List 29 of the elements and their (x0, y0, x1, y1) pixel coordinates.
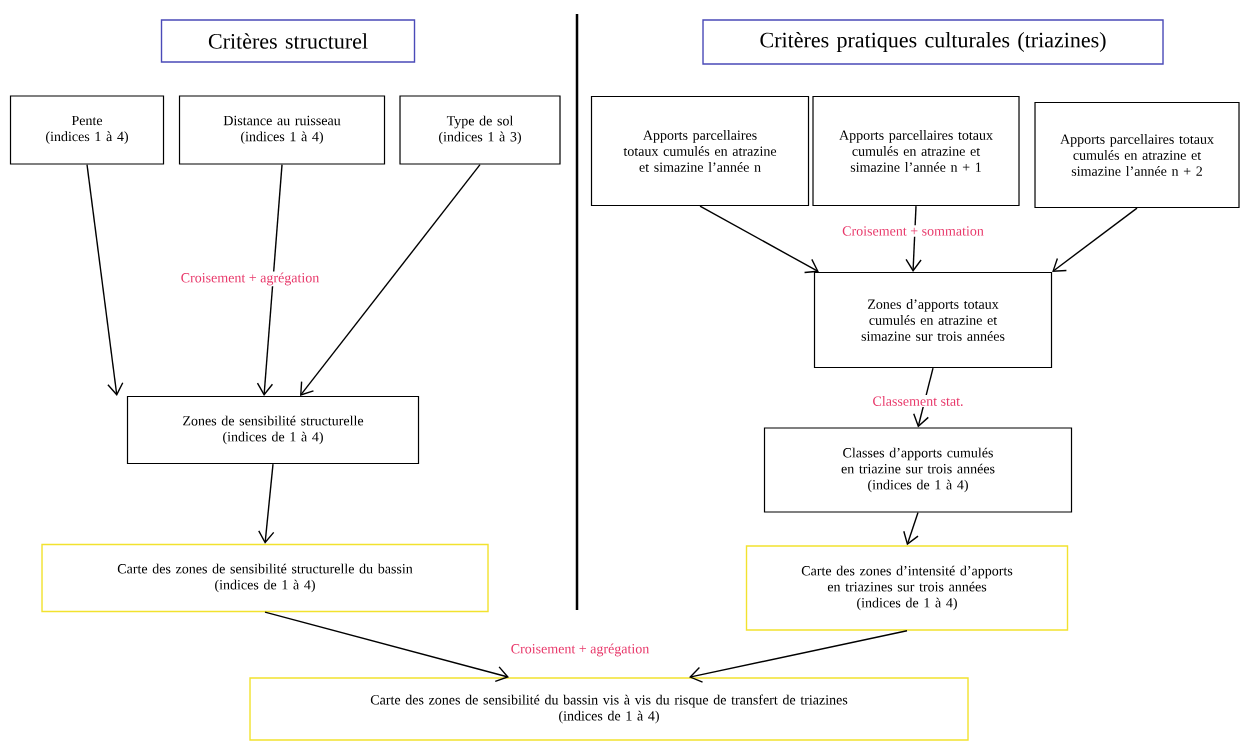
process-box: Apports parcellaires totaux cumulés en atrazine et simazine l’année n + 1 (812, 95, 1020, 207)
edge-label: Croisement + agrégation (509, 642, 651, 658)
process-box: Classes d’apports cumulés en triazine sur trois années (indices de 1 à 4) (763, 427, 1073, 513)
process-box: Apports parcellaires totaux cumulés en atrazine et simazine l’année n + 2 (1034, 101, 1240, 209)
arrow (256, 163, 283, 396)
map-box: Carte des zones de sensibilité structurelle du bassin (indices de 1 à 4) (41, 543, 489, 613)
map-box: Carte des zones de sensibilité du bassin vis à vis du risque de transfert de triazines (indices de 1 à 4) (249, 677, 969, 741)
edge-label: Classement stat. (871, 395, 965, 407)
arrow (264, 611, 509, 683)
arrow (300, 163, 481, 396)
process-box: Type de sol (indices 1 à 3) (399, 95, 561, 165)
arrow (905, 205, 922, 272)
heading-box: Critères pratiques culturales (triazines) (702, 19, 1164, 65)
process-box: Pente (indices 1 à 4) (9, 95, 165, 165)
process-box: Zones d’apports totaux cumulés en atrazine et simazine sur trois années (813, 271, 1053, 369)
arrow (86, 163, 124, 396)
process-box: Distance au ruisseau (indices 1 à 4) (178, 95, 386, 165)
arrow (699, 205, 819, 274)
arrow (689, 630, 908, 683)
arrow (903, 511, 919, 546)
process-box: Apports parcellaires totaux cumulés en atrazine et simazine l’année n (590, 95, 810, 207)
arrow (913, 367, 934, 428)
map-box: Carte des zones d’intensité d’apports en triazines sur trois années (indices de 1 à 4) (745, 545, 1069, 631)
arrow (258, 463, 275, 544)
heading-box: Critères structurel (160, 19, 416, 63)
arrow (1052, 207, 1138, 272)
edge-label: Croisement + agrégation (179, 271, 321, 287)
process-box: Zones de sensibilité structurelle (indices de 1 à 4) (126, 395, 420, 465)
edge-label: Croisement + sommation (841, 225, 985, 237)
